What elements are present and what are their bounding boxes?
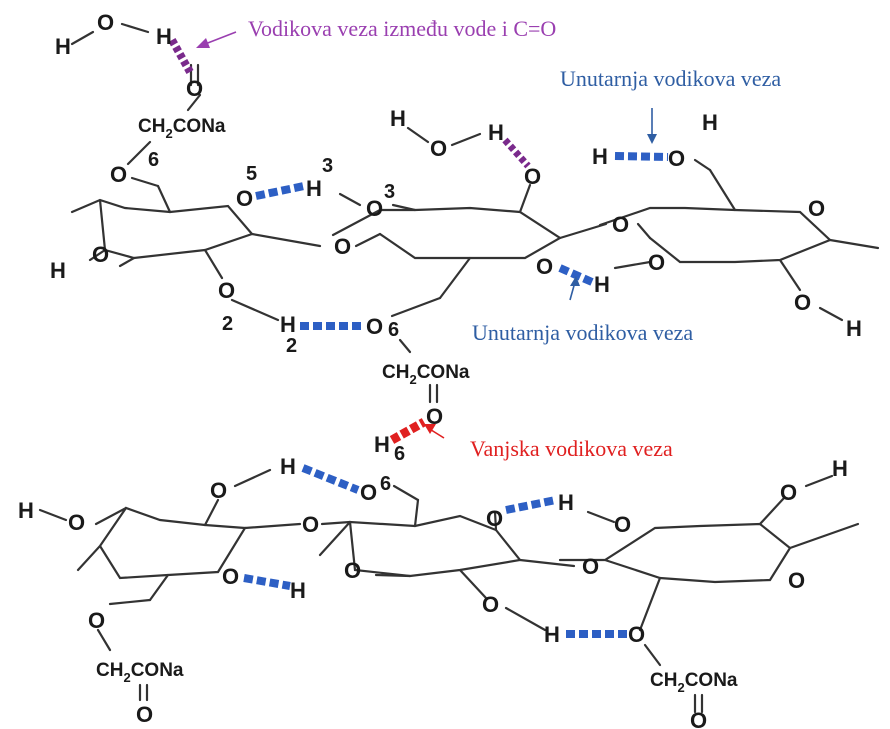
- atom-o: O: [780, 480, 797, 505]
- atom-h: H: [558, 490, 574, 515]
- label-water-carbonyl-bond: Vodikova veza između vode i C=O: [248, 16, 556, 41]
- label-internal-bond-top: Unutarnja vodikova veza: [560, 66, 781, 91]
- atom-o: O: [794, 290, 811, 315]
- atom-o: O: [210, 478, 227, 503]
- arrow-red-head: [424, 424, 436, 434]
- atom-o: O: [668, 146, 685, 171]
- atom-o: O: [486, 506, 503, 531]
- hbond-o-h-bottom-left: [243, 574, 291, 590]
- atom-h: H: [18, 498, 34, 523]
- atom-o: O: [92, 242, 109, 267]
- arrow-blue-top-head: [647, 134, 657, 144]
- carboxymethyl-group: CH2CONa: [138, 116, 226, 141]
- atom-h: H: [592, 144, 608, 169]
- atom-o: O: [648, 250, 665, 275]
- atom-h: H: [306, 176, 322, 201]
- atom-o: O: [344, 558, 361, 583]
- atom-h: H: [50, 258, 66, 283]
- atom-o: O: [186, 76, 203, 101]
- number-label: 6: [380, 473, 391, 495]
- atom-h: H: [544, 622, 560, 647]
- atom-o: O: [222, 564, 239, 589]
- number-label: 3: [384, 181, 395, 203]
- atom-o: O: [582, 554, 599, 579]
- atom-o: O: [808, 196, 825, 221]
- hbond-o-h-bottom-mid: [505, 496, 557, 514]
- atom-o: O: [430, 136, 447, 161]
- atom-h: H: [702, 110, 718, 135]
- atom-o: O: [88, 608, 105, 633]
- atom-o: O: [614, 512, 631, 537]
- atom-o: O: [690, 708, 707, 729]
- number-label: 3: [322, 155, 333, 177]
- atom-o: O: [536, 254, 553, 279]
- hbond-h-o6-bottom: [301, 464, 360, 494]
- atom-h: H: [280, 312, 296, 337]
- atom-o: O: [218, 278, 235, 303]
- number-label: 6: [394, 443, 405, 465]
- atom-h: H: [390, 106, 406, 131]
- hydrogen-bonds: [168, 38, 669, 638]
- atom-h: H: [156, 24, 172, 49]
- atom-labels: H O H O CH2CONa 6 O 5 O 3 H O 3 H O O O …: [18, 10, 862, 729]
- atom-o: O: [360, 480, 377, 505]
- atom-h: H: [594, 272, 610, 297]
- atom-h: H: [280, 454, 296, 479]
- arrow-purple-head: [196, 38, 210, 48]
- atom-h: H: [290, 578, 306, 603]
- atom-o: O: [426, 404, 443, 429]
- atom-h: H: [832, 456, 848, 481]
- hbond-water-carbonyl-top: [168, 38, 194, 74]
- number-label: 2: [222, 313, 233, 335]
- atom-o: O: [482, 592, 499, 617]
- atom-h: H: [374, 432, 390, 457]
- hbond-o5-h3: [255, 182, 305, 200]
- atom-o: O: [334, 234, 351, 259]
- atom-h: H: [55, 34, 71, 59]
- number-label: 5: [246, 163, 257, 185]
- atom-o: O: [68, 510, 85, 535]
- carboxymethyl-group: CH2CONa: [382, 362, 470, 387]
- number-label: 6: [148, 149, 159, 171]
- atom-o: O: [366, 314, 383, 339]
- number-label: 2: [286, 335, 297, 357]
- atom-o: O: [366, 196, 383, 221]
- atom-o: O: [236, 186, 253, 211]
- atom-o: O: [97, 10, 114, 35]
- hbond-water-ring-oxygen: [502, 137, 531, 169]
- atom-o: O: [136, 702, 153, 727]
- annotation-labels: Vodikova veza između vode i C=O Unutarnj…: [248, 16, 781, 461]
- arrow-blue-mid-head: [570, 276, 580, 286]
- annotation-arrows: [196, 31, 657, 439]
- atom-o: O: [612, 212, 629, 237]
- label-external-bond: Vanjska vodikova veza: [470, 436, 673, 461]
- molecular-skeleton: [38, 22, 880, 714]
- carboxymethyl-group: CH2CONa: [650, 670, 738, 695]
- atom-h: H: [488, 120, 504, 145]
- hbond-o-h-mid: [558, 264, 594, 286]
- number-label: 6: [388, 319, 399, 341]
- carboxymethyl-group: CH2CONa: [96, 660, 184, 685]
- label-internal-bond-mid: Unutarnja vodikova veza: [472, 320, 693, 345]
- atom-o: O: [110, 162, 127, 187]
- atom-o: O: [302, 512, 319, 537]
- atom-o: O: [788, 568, 805, 593]
- atom-o: O: [524, 164, 541, 189]
- hbond-external: [389, 418, 427, 444]
- hbond-h-o-top-right: [614, 152, 669, 161]
- atom-o: O: [628, 622, 645, 647]
- atom-h: H: [846, 316, 862, 341]
